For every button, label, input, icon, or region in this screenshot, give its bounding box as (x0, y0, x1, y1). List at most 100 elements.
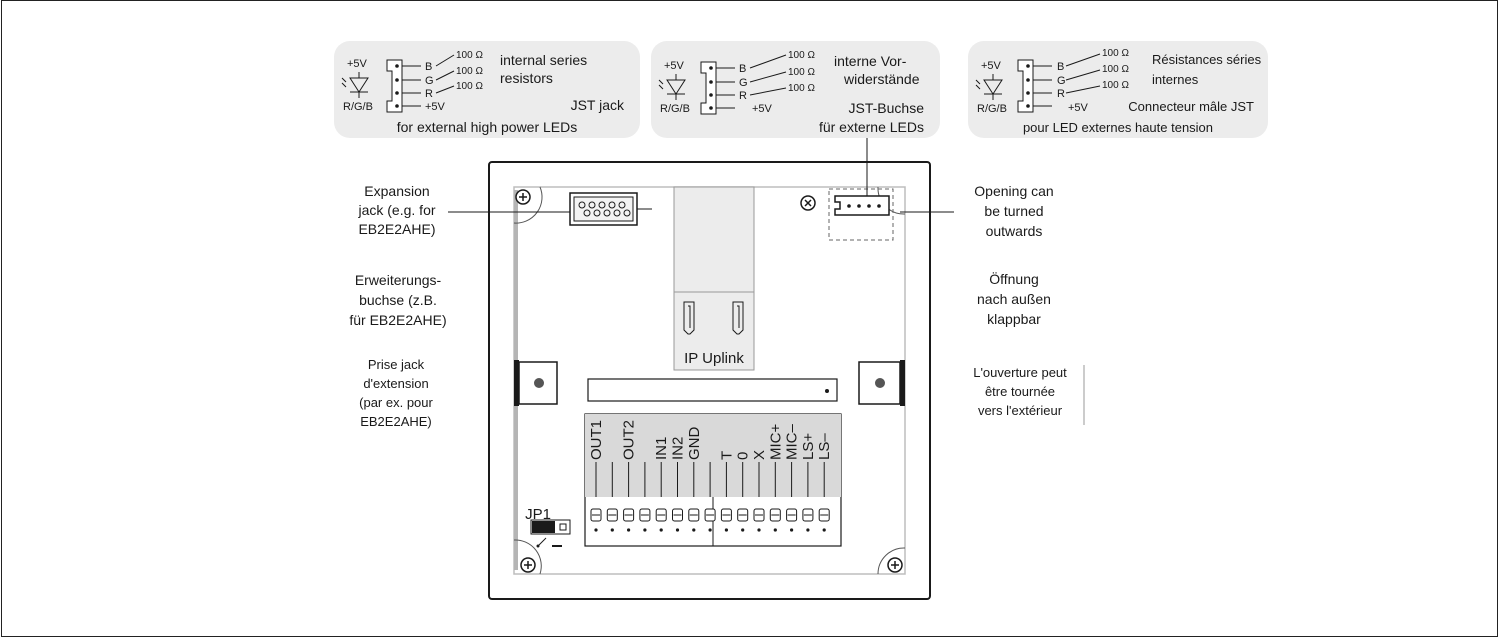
ouverture-label: être tournée (985, 384, 1055, 399)
opening-label: be turned (984, 203, 1043, 219)
led-icon (349, 72, 369, 98)
terminal-label: X (751, 450, 768, 460)
opening-label: outwards (986, 223, 1043, 239)
terminal-hole (627, 528, 631, 532)
expansion-label: EB2E2AHE) (358, 221, 435, 237)
terminal-label: MIC+ (767, 424, 784, 460)
info-box-background (968, 41, 1268, 138)
terminal-hole (741, 528, 745, 532)
oeffnung-label: klappbar (987, 311, 1041, 327)
pin-g: G (1057, 75, 1066, 87)
jst-jack-board (828, 188, 894, 241)
terminal-hole (692, 528, 696, 532)
led-icon (666, 74, 686, 100)
ouverture-label: L'ouverture peut (973, 365, 1067, 380)
resistor-value: 100 Ω (788, 50, 815, 61)
pin-r: R (425, 88, 433, 100)
terminal-hole (790, 528, 794, 532)
left-labels: Expansion jack (e.g. for EB2E2AHE) Erwei… (349, 183, 446, 429)
expansion-label: Expansion (364, 183, 429, 199)
jumper-jp1: JP1 (525, 506, 571, 548)
pin-g: G (739, 77, 748, 89)
jack-caption-line2: for external high power LEDs (397, 119, 578, 135)
oeffnung-label: Öffnung (989, 270, 1039, 287)
terminal-hole (594, 528, 598, 532)
pin-g: G (425, 75, 434, 87)
terminal-hole (708, 528, 712, 532)
rgb-label: R/G/B (343, 101, 373, 113)
terminal-label: IN2 (670, 437, 687, 460)
screw-icon (887, 557, 903, 573)
erweiterung-label: buchse (z.B. (359, 292, 437, 308)
jst-connector-icon (1017, 59, 1034, 113)
resistor-value: 100 Ω (456, 50, 483, 61)
ouverture-label: vers l'extérieur (978, 403, 1063, 418)
pin-r: R (739, 90, 747, 102)
screw-icon (800, 195, 816, 211)
resistor-value: 100 Ω (1102, 80, 1129, 91)
jst-connector-icon (386, 59, 403, 113)
info-box-en: +5V R/G/B B G R +5V 100 Ω 100 Ω 100 Ω in… (334, 41, 640, 138)
right-labels: Opening can be turned outwards Öffnung n… (973, 183, 1067, 418)
ip-uplink-port: IP Uplink (673, 186, 755, 371)
led-icon (983, 74, 1003, 100)
terminal-label: 0 (735, 452, 752, 460)
resistor-caption-line2: resistors (500, 70, 553, 86)
expansion-connector (569, 192, 638, 226)
terminal-hole (675, 528, 680, 532)
resistor-caption-line2: widerstände (843, 71, 920, 87)
terminal-label: T (718, 451, 735, 460)
jack-caption-line1: JST jack (571, 97, 625, 113)
prise-label: (par ex. pour (359, 395, 433, 410)
resistor-caption-line2: internes (1152, 72, 1199, 87)
info-box-background (651, 41, 940, 138)
opening-label: Opening can (974, 183, 1053, 199)
resistor-value: 100 Ω (456, 66, 483, 77)
terminal-hole (806, 528, 810, 532)
info-box-de: +5V R/G/B B G R +5V 100 Ω 100 Ω 100 Ω in… (651, 41, 940, 138)
terminal-label-area (585, 414, 841, 497)
terminal-label: LS– (816, 433, 833, 460)
resistor-value: 100 Ω (1102, 48, 1129, 59)
jack-caption-line1: JST-Buchse (849, 100, 925, 116)
prise-label: EB2E2AHE) (360, 414, 432, 429)
pin-5v: +5V (1068, 102, 1089, 114)
info-box-background (334, 41, 640, 138)
resistor-caption-line1: internal series (500, 52, 587, 68)
jack-caption-line1: Connecteur mâle JST (1128, 99, 1254, 114)
pin-b: B (1057, 61, 1064, 73)
terminal-label: OUT2 (621, 420, 638, 460)
oeffnung-label: nach außen (977, 291, 1051, 307)
ip-uplink-label: IP Uplink (684, 350, 744, 367)
terminal-label: MIC– (784, 424, 801, 460)
resistor-caption-line1: interne Vor- (834, 53, 907, 69)
screw-icon (515, 189, 531, 205)
prise-label: d'extension (363, 376, 428, 391)
resistor-value: 100 Ω (788, 83, 815, 94)
terminal-label: LS+ (800, 433, 817, 460)
terminal-hole (610, 528, 614, 532)
light-rays-icon (975, 79, 981, 90)
light-rays-icon (341, 77, 347, 88)
pin-5v: +5V (425, 101, 446, 113)
vplus-label: +5V (664, 60, 685, 72)
terminal-label: GND (686, 427, 703, 461)
expansion-label: jack (e.g. for (357, 202, 435, 218)
screw-icon (520, 557, 536, 573)
resistor-value: 100 Ω (1102, 64, 1129, 75)
jack-caption-line2: für externe LEDs (819, 119, 924, 135)
slot-bar (587, 378, 838, 402)
resistor-value: 100 Ω (456, 81, 483, 92)
light-rays-icon (658, 79, 664, 90)
pin-b: B (739, 63, 746, 75)
terminal-hole (822, 528, 826, 532)
rgb-label: R/G/B (660, 103, 690, 115)
pin-5v: +5V (752, 103, 773, 115)
terminal-hole (773, 528, 777, 532)
right-clip (858, 360, 905, 406)
terminal-hole (659, 528, 663, 532)
resistor-caption-line1: Résistances séries (1152, 52, 1262, 67)
